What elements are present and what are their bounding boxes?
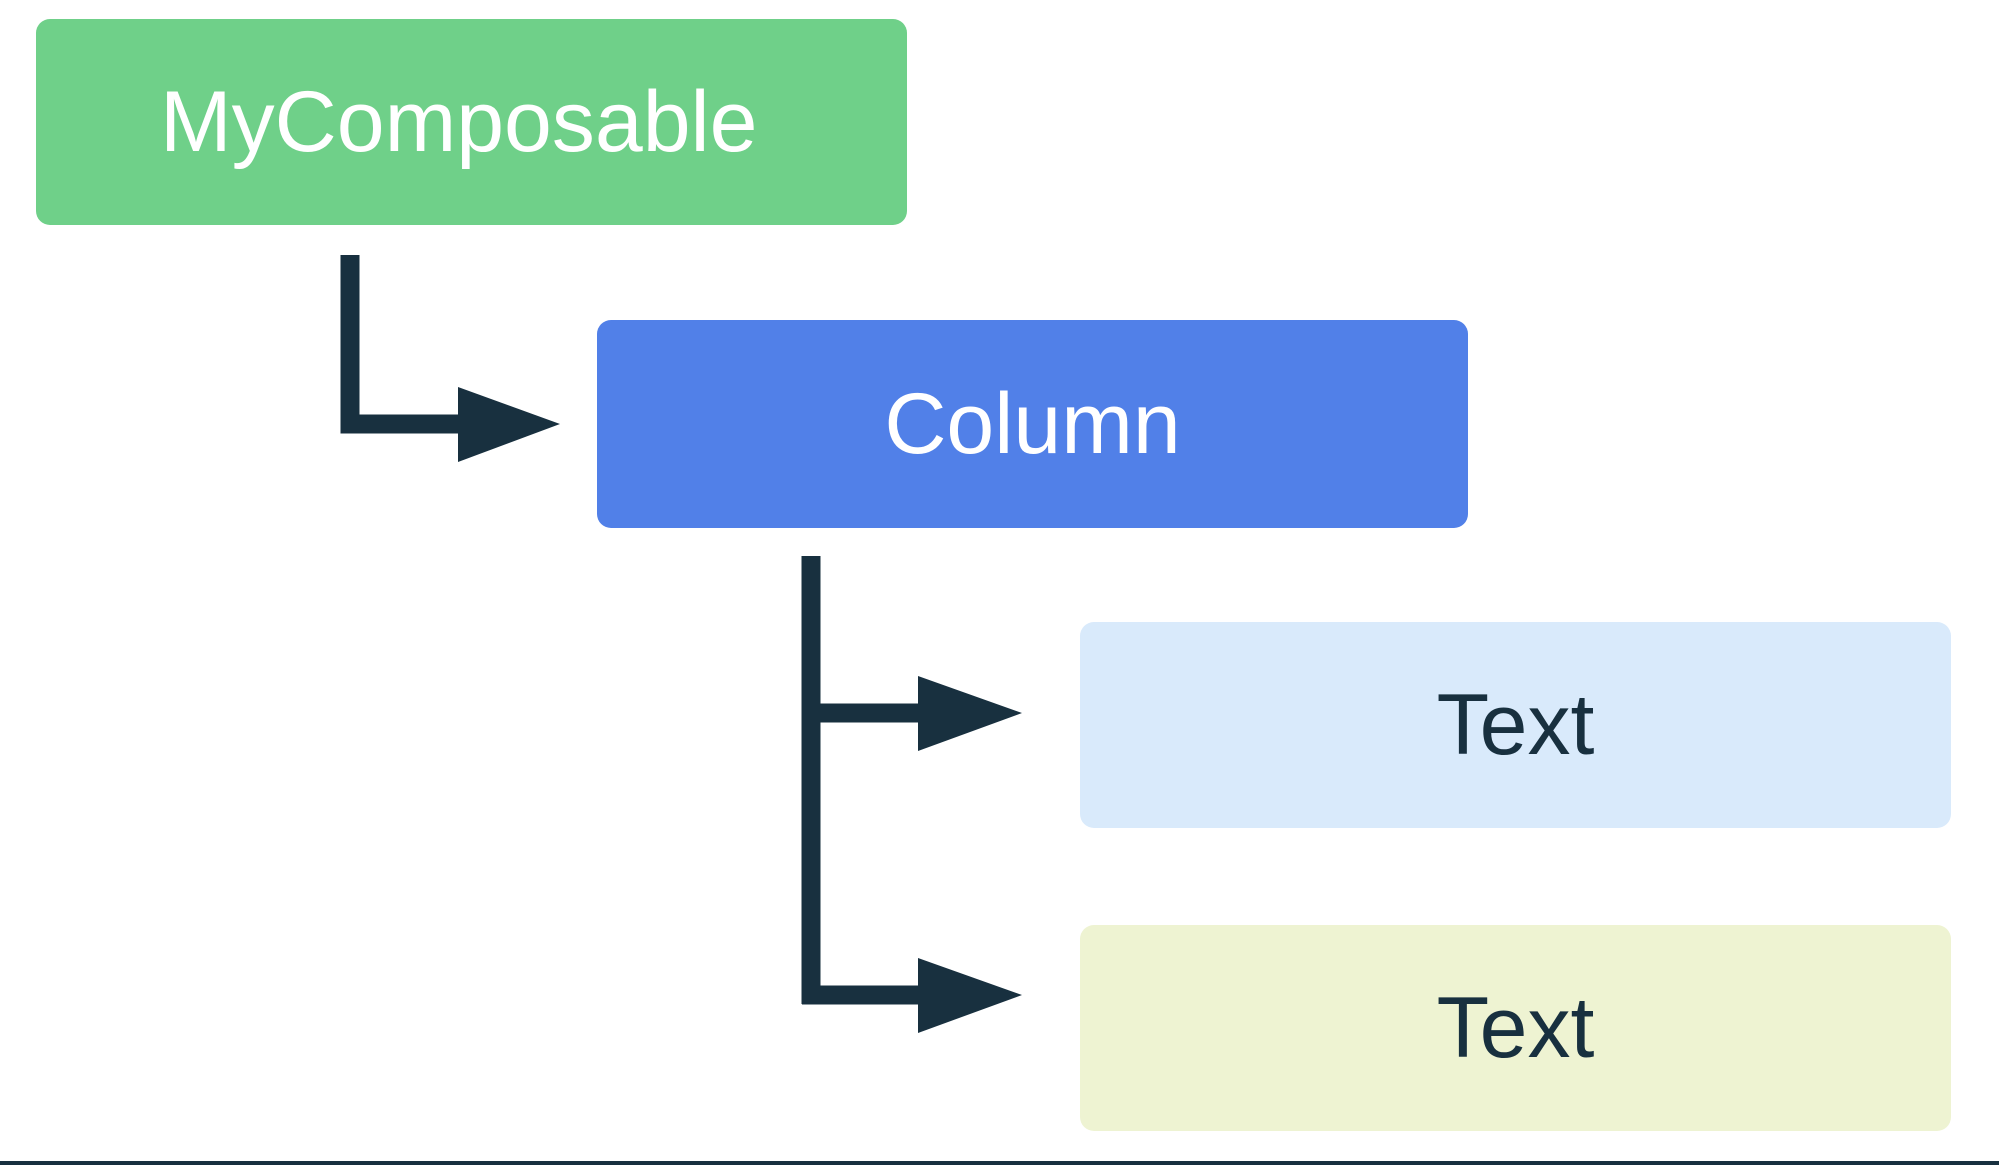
node-text-1[interactable]: Text [1080,622,1951,828]
edge-column-to-text-1-arrowhead [918,676,1022,751]
node-my-composable-label: MyComposable [160,74,758,170]
edge-root-to-column-arrowhead [458,387,560,462]
node-text-2[interactable]: Text [1080,925,1951,1131]
edge-column-to-text-2-arrowhead [918,958,1022,1033]
node-text-2-label: Text [1436,980,1595,1076]
edge-root-to-column-path [340,255,470,434]
node-column[interactable]: Column [597,320,1468,528]
node-text-1-label: Text [1436,677,1595,773]
node-column-label: Column [884,376,1181,472]
edge-root-to-column [340,255,560,462]
node-my-composable[interactable]: MyComposable [36,19,907,225]
bottom-divider [0,1161,1999,1165]
edge-column-to-texts [801,556,1022,1033]
